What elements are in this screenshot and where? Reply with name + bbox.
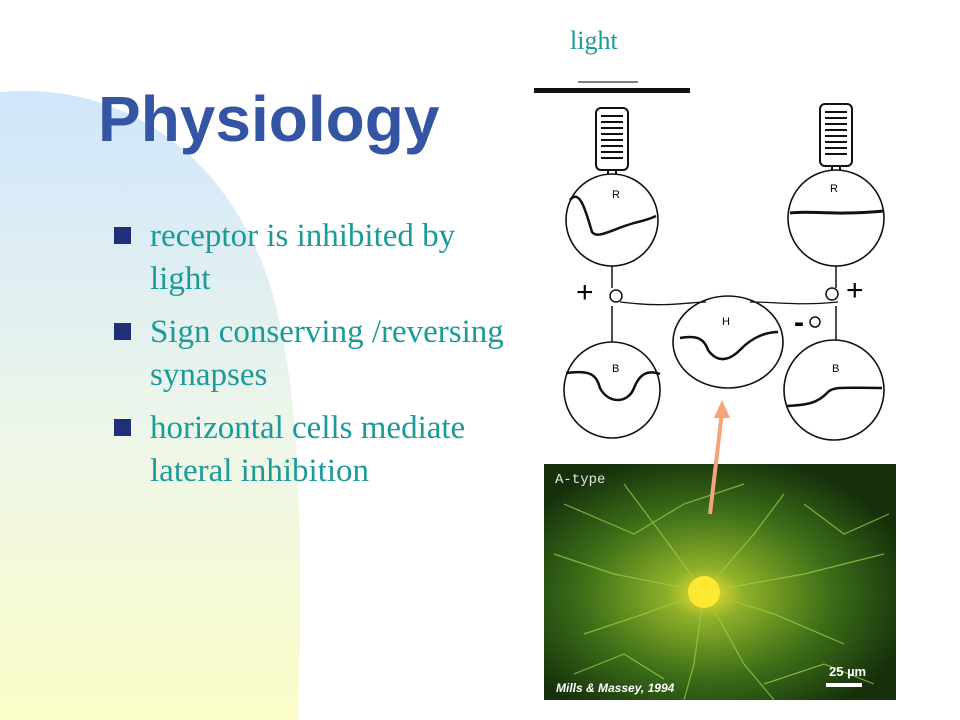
bipolar-cell-right: B — [783, 339, 885, 441]
bipolar-label-left: B — [612, 363, 619, 375]
bipolar-cell-left: B — [563, 341, 661, 439]
receptor-label-right: R — [830, 183, 838, 195]
square-bullet-icon — [114, 323, 131, 340]
scale-bar — [826, 683, 862, 687]
scale-bar-label: 25 µm — [829, 664, 867, 679]
micrograph-citation: Mills & Massey, 1994 — [556, 681, 675, 695]
bullet-item: horizontal cells mediate lateral inhibit… — [112, 407, 512, 493]
bullet-item: receptor is inhibited by light — [112, 215, 512, 301]
micrograph-tag: A-type — [555, 472, 606, 488]
receptor-label-left: R — [612, 189, 620, 201]
retina-circuit-diagram: R R H B B + + - — [534, 81, 885, 441]
synapse-sign-right-plus: + — [846, 274, 864, 307]
pointer-arrow-icon — [708, 400, 730, 515]
bullet-text: receptor is inhibited by light — [150, 218, 456, 297]
receptor-cell-left: R — [565, 173, 659, 267]
receptor-cell-right: R — [787, 169, 885, 267]
horizontal-label: H — [722, 316, 730, 328]
bullet-text: Sign conserving /reversing synapses — [150, 314, 504, 393]
cell-connectors — [609, 266, 839, 342]
receptor-outer-segment-left — [595, 107, 629, 178]
slide-title: Physiology — [98, 83, 440, 155]
light-label: light — [570, 26, 618, 55]
horizontal-cell-micrograph — [544, 464, 896, 700]
receptor-outer-segment-right — [819, 103, 853, 174]
square-bullet-icon — [114, 419, 131, 436]
bullet-item: Sign conserving /reversing synapses — [112, 311, 512, 397]
bullet-list: receptor is inhibited by light Sign cons… — [112, 215, 512, 503]
bipolar-label-right: B — [832, 363, 839, 375]
light-bar — [534, 88, 690, 93]
bullet-text: horizontal cells mediate lateral inhibit… — [150, 410, 466, 489]
horizontal-cell: H — [619, 295, 839, 389]
synapse-sign-left-plus: + — [576, 276, 594, 309]
synapse-sign-right-minus: - — [794, 306, 804, 339]
square-bullet-icon — [114, 227, 131, 244]
